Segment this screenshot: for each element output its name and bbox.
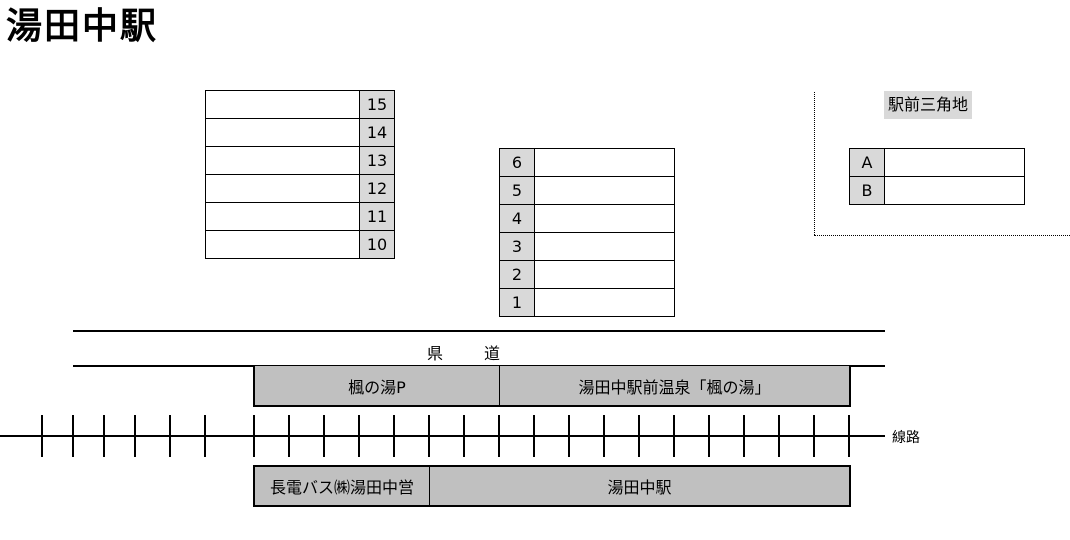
slot-number: 11 (359, 202, 395, 231)
parking-slot-row[interactable]: B (849, 176, 1025, 205)
railway-tie (103, 415, 105, 457)
triangle-area-border-bottom (814, 235, 1070, 236)
parking-slot-row[interactable]: 5 (499, 176, 675, 205)
railway-tie (568, 415, 570, 457)
slot-value[interactable] (534, 288, 675, 317)
slot-value[interactable] (534, 148, 675, 177)
slot-number: 3 (499, 232, 535, 261)
railway-tie (778, 415, 780, 457)
center-parking-block: 6 5 4 3 2 1 (499, 148, 675, 317)
parking-slot-row[interactable]: A (849, 148, 1025, 177)
slot-value[interactable] (534, 176, 675, 205)
railway-tie (253, 415, 255, 457)
yudanaka-station-building[interactable]: 湯田中駅 (607, 478, 672, 497)
railway-tie (134, 415, 136, 457)
slot-number: B (849, 176, 885, 205)
slot-value[interactable] (205, 146, 360, 175)
slot-value[interactable] (205, 174, 360, 203)
slot-number: 15 (359, 90, 395, 119)
slot-value[interactable] (205, 230, 360, 259)
parking-slot-row[interactable]: 14 (205, 118, 395, 147)
upper-building-row: 楓の湯P 湯田中駅前温泉「楓の湯」 (253, 366, 851, 407)
slot-value[interactable] (534, 260, 675, 289)
road-label-left: 県 (427, 344, 444, 363)
slot-number: 5 (499, 176, 535, 205)
parking-slot-row[interactable]: 11 (205, 202, 395, 231)
slot-number: 4 (499, 204, 535, 233)
railway-tie (358, 415, 360, 457)
slot-number: 6 (499, 148, 535, 177)
triangle-area-border-left (814, 92, 815, 235)
parking-slot-row[interactable]: 3 (499, 232, 675, 261)
parking-slot-row[interactable]: 10 (205, 230, 395, 259)
railway-line (0, 435, 885, 437)
slot-value[interactable] (205, 118, 360, 147)
railway-tie (638, 415, 640, 457)
slot-number: 14 (359, 118, 395, 147)
slot-value[interactable] (205, 90, 360, 119)
parking-slot-row[interactable]: 4 (499, 204, 675, 233)
railway-tie (169, 415, 171, 457)
slot-number: 2 (499, 260, 535, 289)
triangle-area-label: 駅前三角地 (884, 91, 973, 119)
railway-tie (533, 415, 535, 457)
parking-slot-row[interactable]: 13 (205, 146, 395, 175)
parking-slot-row[interactable]: 15 (205, 90, 395, 119)
slot-number: 13 (359, 146, 395, 175)
nagaden-bus-office[interactable]: 長電バス㈱湯田中営 (255, 467, 430, 505)
railway-tie (204, 415, 206, 457)
parking-lot-kaede[interactable]: 楓の湯P (255, 366, 500, 405)
parking-slot-row[interactable]: 1 (499, 288, 675, 317)
railway-tie (498, 415, 500, 457)
page-title: 湯田中駅 (6, 6, 159, 47)
railway-tie (743, 415, 745, 457)
railway-label: 線路 (892, 430, 920, 446)
road-label-right: 道 (484, 344, 501, 363)
triangle-parking-block: A B (849, 148, 1025, 205)
slot-value[interactable] (534, 232, 675, 261)
slot-value[interactable] (534, 204, 675, 233)
railway-tie (393, 415, 395, 457)
railway-tie (428, 415, 430, 457)
railway-tie (72, 415, 74, 457)
slot-value[interactable] (205, 202, 360, 231)
railway-tie (848, 415, 850, 457)
left-parking-block: 15 14 13 12 11 10 (205, 90, 395, 259)
railway-tie (813, 415, 815, 457)
slot-number: A (849, 148, 885, 177)
railway-tie (288, 415, 290, 457)
railway-tie (463, 415, 465, 457)
railway-tie (603, 415, 605, 457)
railway-tie (323, 415, 325, 457)
slot-number: 1 (499, 288, 535, 317)
parking-slot-row[interactable]: 6 (499, 148, 675, 177)
slot-value[interactable] (884, 176, 1025, 205)
railway-tie (41, 415, 43, 457)
lower-building-row: 長電バス㈱湯田中営 湯田中駅 (253, 465, 851, 507)
parking-slot-row[interactable]: 12 (205, 174, 395, 203)
slot-value[interactable] (884, 148, 1025, 177)
railway-tie (673, 415, 675, 457)
railway-tie (708, 415, 710, 457)
onsen-kaede-no-yu[interactable]: 湯田中駅前温泉「楓の湯」 (578, 377, 771, 397)
parking-slot-row[interactable]: 2 (499, 260, 675, 289)
slot-number: 10 (359, 230, 395, 259)
slot-number: 12 (359, 174, 395, 203)
road-edge-top (73, 330, 885, 332)
